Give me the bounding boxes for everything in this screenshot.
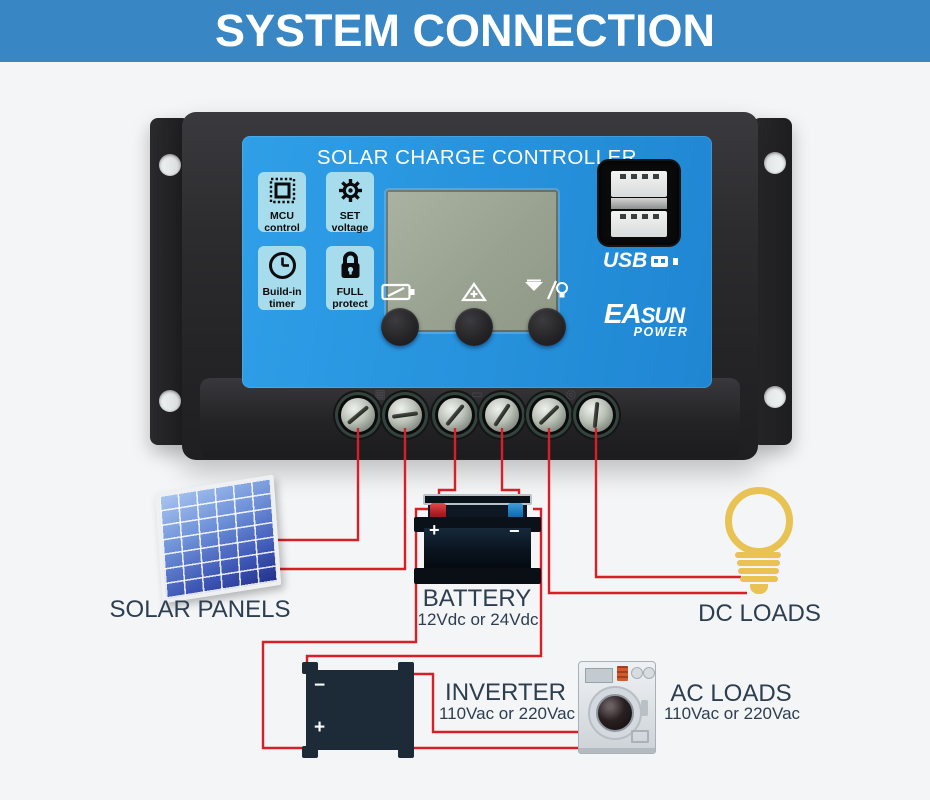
battery-positive-terminal xyxy=(430,503,446,520)
terminal-screw-pv-minus xyxy=(388,398,422,432)
feature-label: timer xyxy=(269,297,295,310)
battery-base xyxy=(414,568,541,584)
feature-badge-set-voltage: SET voltage xyxy=(326,172,374,234)
bulb-thread xyxy=(737,560,780,566)
washer-door xyxy=(596,694,634,732)
feature-label: protect xyxy=(332,297,368,310)
inverter-spec: 110Vac or 220Vac xyxy=(438,704,576,723)
light-bulb-icon xyxy=(725,487,793,555)
page-title: SYSTEM CONNECTION xyxy=(214,5,716,56)
gear-icon xyxy=(337,177,364,209)
controller-right-mounting-flange xyxy=(752,118,792,445)
brand-logo: EA SUN POWER xyxy=(590,298,698,339)
feature-badge-protect: FULL protect xyxy=(326,246,374,310)
feature-label: FULL xyxy=(336,286,364,298)
clock-icon xyxy=(268,251,297,285)
terminal-screw-pv-plus xyxy=(341,398,375,432)
battery-minus-sign: − xyxy=(509,521,520,541)
controller-title: SOLAR CHARGE CONTROLLER xyxy=(316,146,638,169)
battery-negative-terminal xyxy=(508,503,523,520)
feature-label: Build-in xyxy=(262,286,302,298)
feature-label: control xyxy=(264,221,300,234)
inverter-body xyxy=(306,670,414,750)
battery-status-icon xyxy=(381,282,417,307)
washer-door-handle xyxy=(641,700,648,716)
controller-button-1 xyxy=(381,308,419,346)
usb-logo: USB xyxy=(603,249,683,273)
padlock-icon xyxy=(337,251,364,285)
bulb-thread xyxy=(740,576,778,582)
mounting-hole xyxy=(159,390,181,412)
ac-loads-spec: 110Vac or 220Vac xyxy=(663,704,801,723)
header-banner: SYSTEM CONNECTION xyxy=(0,0,930,62)
mounting-hole xyxy=(764,152,786,174)
battery-handle xyxy=(423,494,532,505)
battery-label: BATTERY xyxy=(422,585,532,612)
terminal-screw-bat-minus xyxy=(485,398,519,432)
usb-plug-tip xyxy=(673,257,679,265)
inverter-plus-sign: + xyxy=(314,717,326,738)
controller-button-3 xyxy=(528,308,566,346)
bulb-thread xyxy=(735,552,781,558)
mounting-hole xyxy=(764,386,786,408)
load-mode-icon xyxy=(522,279,570,307)
usb-logo-text: USB xyxy=(603,249,648,272)
washer-knob xyxy=(617,666,628,681)
usb-port-top xyxy=(611,171,667,197)
brand-sub: POWER xyxy=(633,325,689,339)
feature-label: MCU xyxy=(270,210,294,222)
battery-body xyxy=(424,528,531,572)
washer-button xyxy=(631,667,643,679)
inverter-minus-sign: − xyxy=(314,675,326,696)
washer-base xyxy=(579,748,655,753)
dc-loads-label: DC LOADS xyxy=(698,600,821,627)
washer-filter-hatch xyxy=(631,730,649,743)
up-plus-icon xyxy=(460,282,488,307)
terminal-marking-solar: + ▦ − xyxy=(359,387,403,401)
solar-panels-label: SOLAR PANELS xyxy=(109,596,291,623)
washing-machine-icon xyxy=(578,661,656,754)
battery-top xyxy=(428,500,527,522)
solar-panel-image xyxy=(154,474,282,604)
terminal-marking-load: + ◎ − xyxy=(551,387,593,401)
terminal-screw-load-plus xyxy=(532,398,566,432)
ac-loads-label: AC LOADS xyxy=(670,680,792,707)
controller-button-2 xyxy=(455,308,493,346)
bulb-thread xyxy=(738,568,779,574)
feature-badge-mcu: MCU control xyxy=(258,172,306,234)
mounting-hole xyxy=(159,154,181,176)
brand-name-2: SUN xyxy=(640,303,685,328)
mcu-chip-icon xyxy=(269,177,296,209)
washer-button xyxy=(643,667,655,679)
usb-plug-icon xyxy=(651,255,669,267)
bulb-tip xyxy=(750,584,768,594)
feature-badge-timer: Build-in timer xyxy=(258,246,306,310)
battery-plus-sign: + xyxy=(429,520,440,540)
terminal-screw-load-minus xyxy=(579,398,613,432)
feature-label: voltage xyxy=(331,221,369,234)
terminal-marking-battery: + ▭ − xyxy=(456,387,500,401)
feature-label: SET xyxy=(339,210,361,222)
usb-divider xyxy=(611,198,667,209)
usb-port-bottom xyxy=(611,211,667,237)
terminal-screw-bat-plus xyxy=(438,398,472,432)
battery-spec: 12Vdc or 24Vdc xyxy=(417,610,539,629)
washer-display xyxy=(585,668,613,683)
inverter-label: INVERTER xyxy=(445,679,566,706)
brand-name: EA xyxy=(603,298,642,329)
